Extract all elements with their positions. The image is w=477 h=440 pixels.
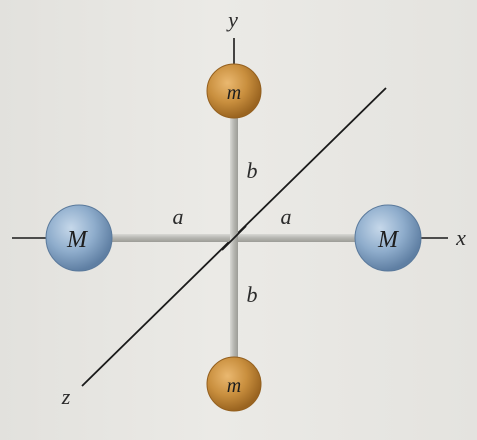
mass-left-label: M bbox=[66, 227, 89, 253]
mass-left: M bbox=[45, 204, 113, 272]
mass-top: m bbox=[206, 63, 262, 119]
mass-right-label: M bbox=[377, 227, 400, 253]
z-axis-center-crossing bbox=[221, 225, 247, 251]
mass-bottom: m bbox=[206, 356, 262, 412]
distance-label-upper: b bbox=[247, 158, 258, 183]
z-axis-label: z bbox=[61, 384, 71, 409]
x-axis-label: x bbox=[455, 225, 466, 250]
distance-label-left: a bbox=[173, 204, 184, 229]
mass-top-label: m bbox=[227, 82, 241, 104]
mass-bottom-label: m bbox=[227, 375, 241, 397]
mass-right: M bbox=[354, 204, 422, 272]
distance-label-lower: b bbox=[247, 282, 258, 307]
distance-label-right: a bbox=[281, 204, 292, 229]
y-axis-label: y bbox=[226, 7, 238, 32]
